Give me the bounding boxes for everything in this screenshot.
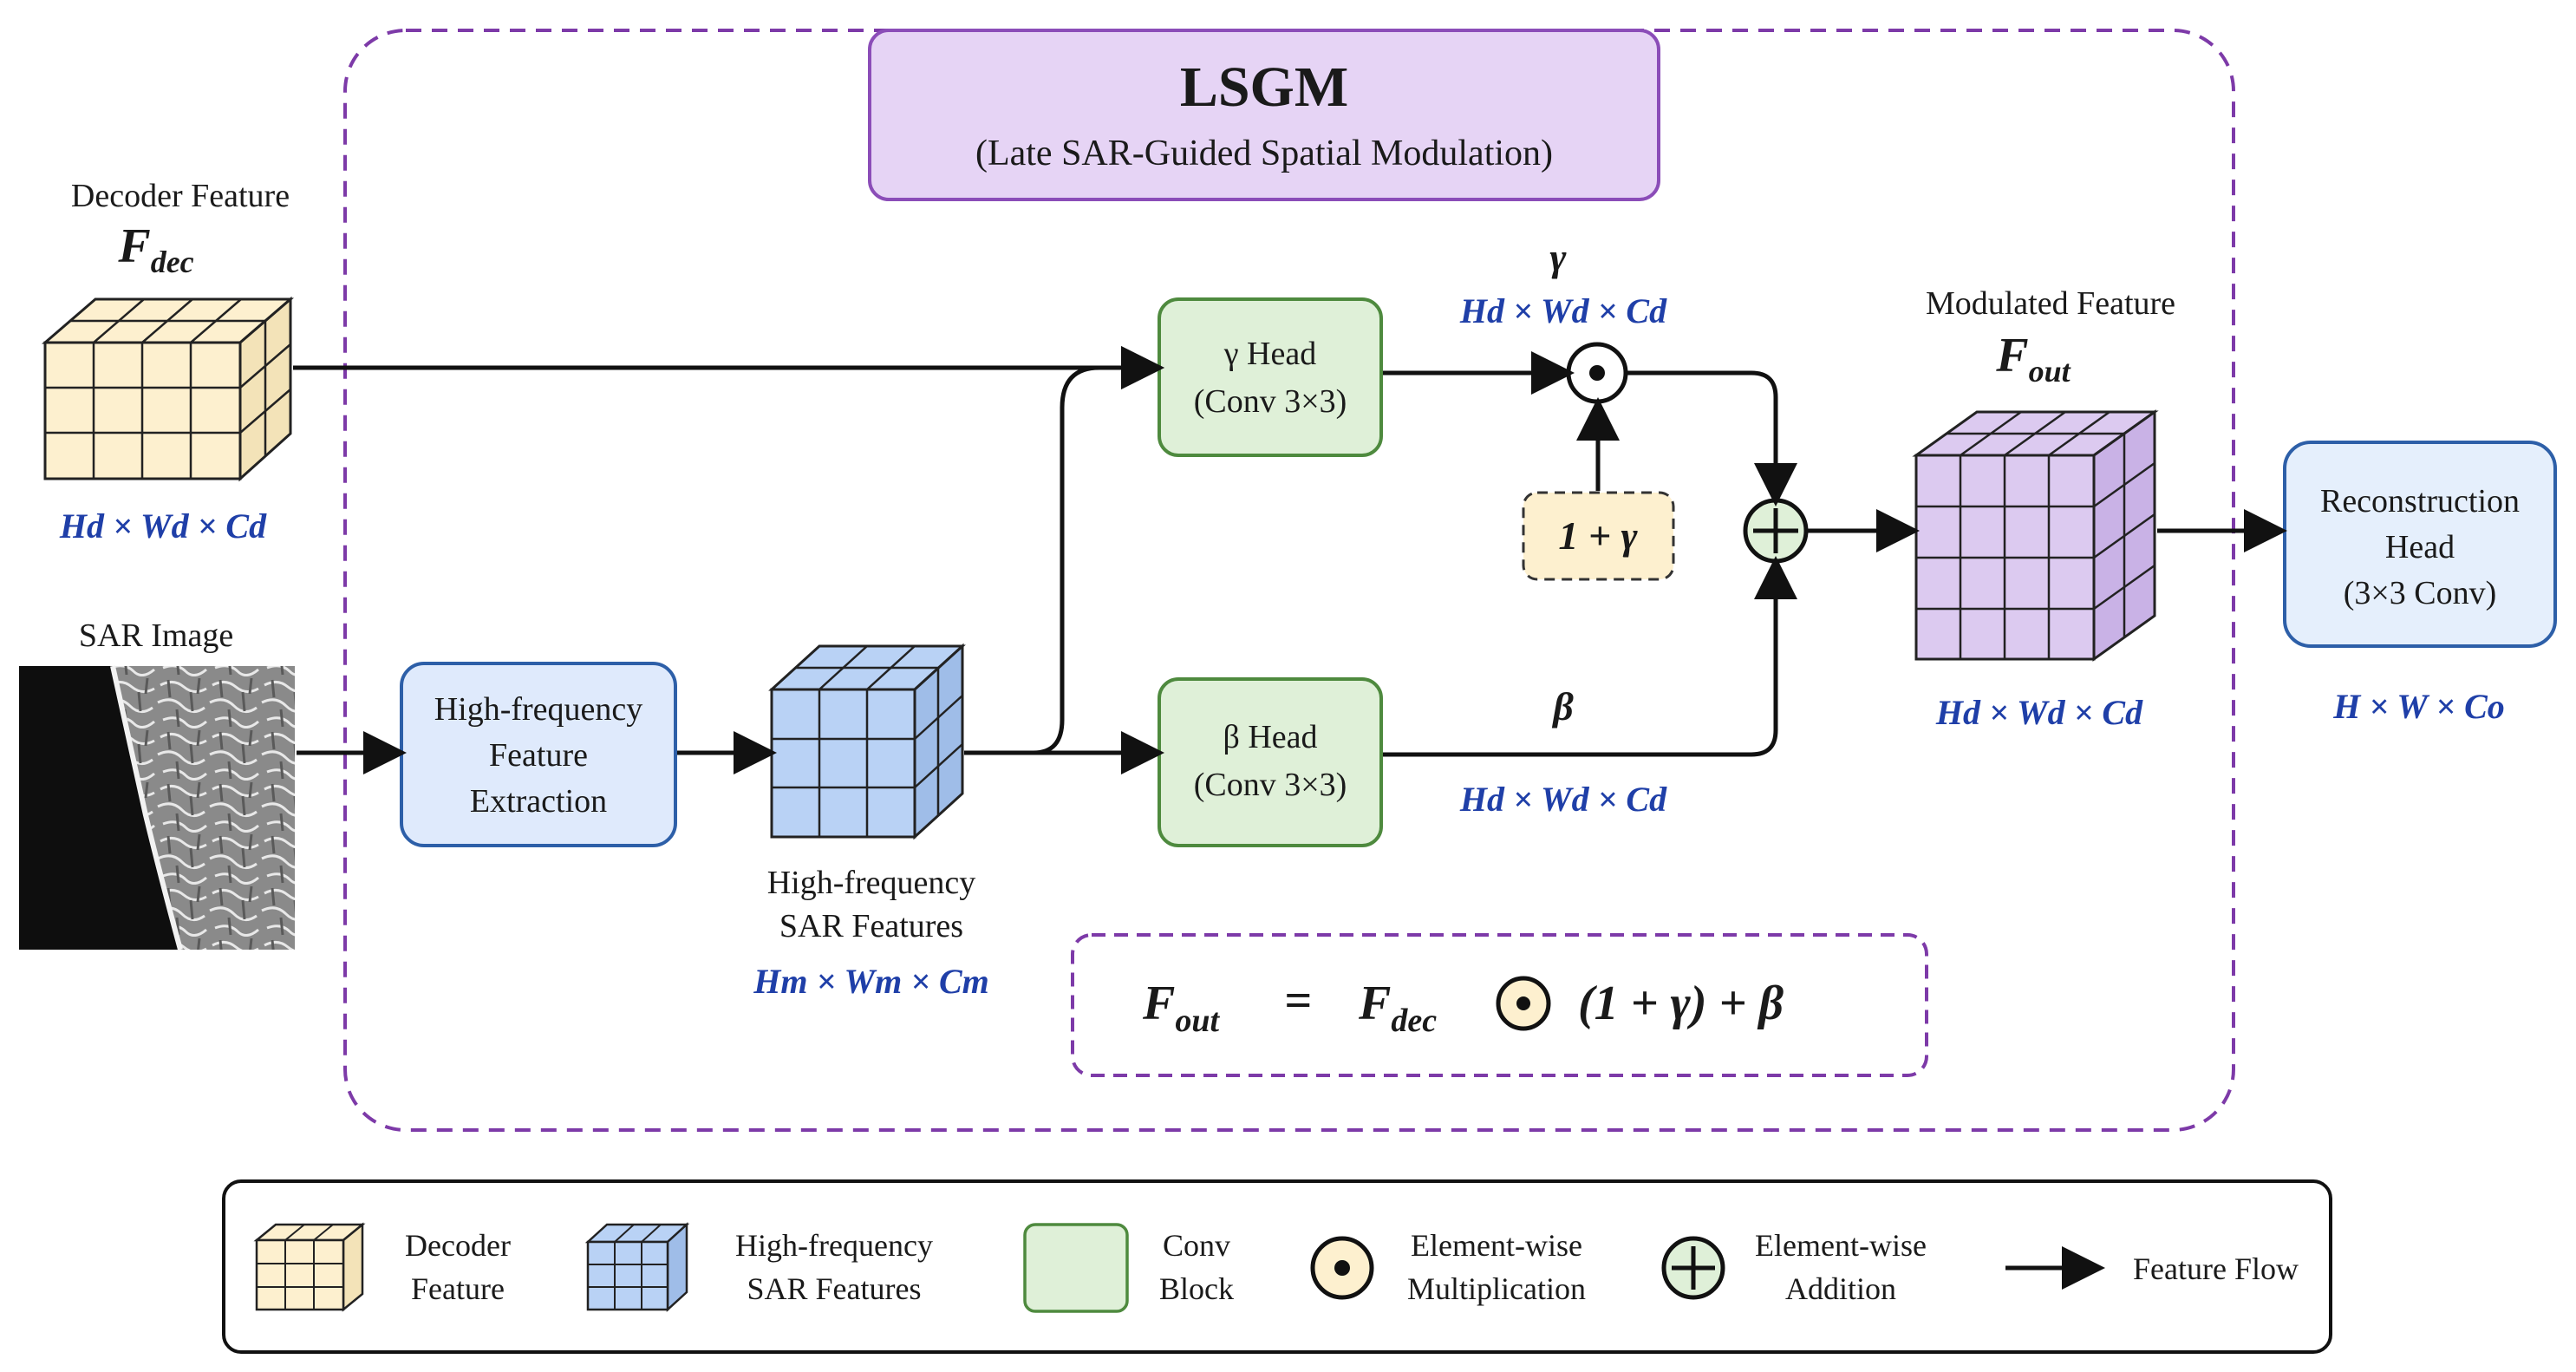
arrow-hf-to-gamma — [1033, 346, 1164, 755]
hf-extract-line-3: Extraction — [470, 783, 607, 820]
hf-feature-extraction-block: High-frequency Feature Extraction — [400, 662, 677, 847]
decoder-feature-cube — [41, 296, 295, 482]
legend-conv-block-icon — [1023, 1223, 1129, 1313]
beta-head-block: β Head (Conv 3×3) — [1158, 677, 1383, 847]
equation-fdec: Fdec — [1358, 977, 1437, 1039]
legend-hf-sar-line-2: SAR Features — [747, 1271, 922, 1306]
lsgm-module-border — [343, 29, 2235, 1132]
modulated-feature-dims: Hd × Wd × Cd — [1935, 693, 2143, 732]
modulated-feature-cube — [1912, 409, 2159, 662]
output-dims: H × W × Co — [2332, 687, 2505, 726]
legend-mult-line-1: Element-wise — [1411, 1228, 1582, 1263]
legend-mult-line-2: Multiplication — [1407, 1271, 1586, 1306]
hf-extract-line-1: High-frequency — [434, 691, 643, 728]
sar-image — [19, 665, 295, 951]
legend: Decoder Feature High-frequency SAR Featu… — [222, 1179, 2332, 1354]
equation-rest: (1 + γ) + β — [1578, 977, 1784, 1030]
legend-add-line-1: Element-wise — [1755, 1228, 1927, 1263]
legend-add-line-2: Addition — [1785, 1271, 1896, 1306]
legend-hf-sar-cube-icon — [584, 1222, 690, 1312]
modulated-feature-symbol: Fout — [1995, 329, 2071, 389]
legend-conv-line-1: Conv — [1163, 1228, 1230, 1263]
module-title-box: LSGM (Late SAR-Guided Spatial Modulation… — [868, 29, 1660, 201]
hf-sar-label-line-2: SAR Features — [779, 908, 963, 944]
legend-mult-icon — [1310, 1236, 1374, 1300]
beta-symbol: β — [1551, 684, 1574, 728]
beta-head-title: β Head — [1223, 719, 1317, 755]
equation-lhs: Fout — [1142, 977, 1220, 1039]
gamma-head-title: γ Head — [1223, 336, 1316, 372]
hf-sar-label-line-1: High-frequency — [767, 865, 976, 901]
module-subtitle: (Late SAR-Guided Spatial Modulation) — [975, 134, 1553, 173]
add-operator-icon — [1743, 498, 1809, 564]
module-title: LSGM — [1180, 56, 1348, 119]
legend-conv-line-2: Block — [1159, 1271, 1234, 1306]
legend-decoder-line-2: Feature — [411, 1271, 505, 1306]
feature-flow-arrows — [293, 346, 2287, 774]
equation-box: Fout = Fdec (1 + γ) + β — [1071, 933, 1928, 1077]
gamma-head-block: γ Head (Conv 3×3) — [1158, 297, 1383, 457]
decoder-feature-dims: Hd × Wd × Cd — [59, 506, 267, 546]
sar-image-label: SAR Image — [79, 617, 233, 654]
beta-head-subtitle: (Conv 3×3) — [1194, 767, 1347, 803]
legend-flow-label: Feature Flow — [2133, 1251, 2299, 1286]
legend-decoder-line-1: Decoder — [405, 1228, 511, 1263]
recon-head-line-1: Reconstruction — [2320, 483, 2520, 519]
arrow-beta-to-add — [1383, 556, 1797, 757]
decoder-feature-label: Decoder Feature — [71, 178, 290, 214]
modulated-feature-label: Modulated Feature — [1926, 285, 2175, 322]
recon-head-line-2: Head — [2385, 529, 2455, 565]
hf-sar-dims: Hm × Wm × Cm — [753, 962, 989, 1001]
legend-hf-sar-line-1: High-frequency — [735, 1228, 933, 1263]
hf-extract-line-2: Feature — [489, 737, 588, 774]
legend-add-icon — [1661, 1236, 1725, 1300]
gamma-symbol: γ — [1549, 235, 1567, 279]
beta-dims: Hd × Wd × Cd — [1459, 780, 1667, 819]
reconstruction-head-block: Reconstruction Head (3×3 Conv) — [2283, 441, 2557, 648]
gamma-head-subtitle: (Conv 3×3) — [1194, 383, 1347, 420]
equation-mult-icon — [1496, 976, 1551, 1031]
decoder-feature-symbol: Fdec — [117, 219, 193, 279]
gamma-dims: Hd × Wd × Cd — [1459, 291, 1667, 330]
arrow-mult-to-add — [1627, 370, 1797, 506]
recon-head-line-3: (3×3 Conv) — [2344, 575, 2497, 611]
one-plus-gamma-text: 1 + γ — [1558, 513, 1638, 558]
equation-equals: = — [1284, 974, 1312, 1028]
hf-sar-features-cube — [768, 643, 966, 840]
legend-decoder-cube-icon — [253, 1222, 366, 1312]
sar-image-input: SAR Image — [19, 617, 295, 951]
mult-operator-icon — [1566, 342, 1628, 404]
one-plus-gamma-box: 1 + γ — [1522, 491, 1675, 581]
decoder-feature-input: Decoder Feature Fdec Hd × Wd × Cd — [41, 178, 295, 546]
